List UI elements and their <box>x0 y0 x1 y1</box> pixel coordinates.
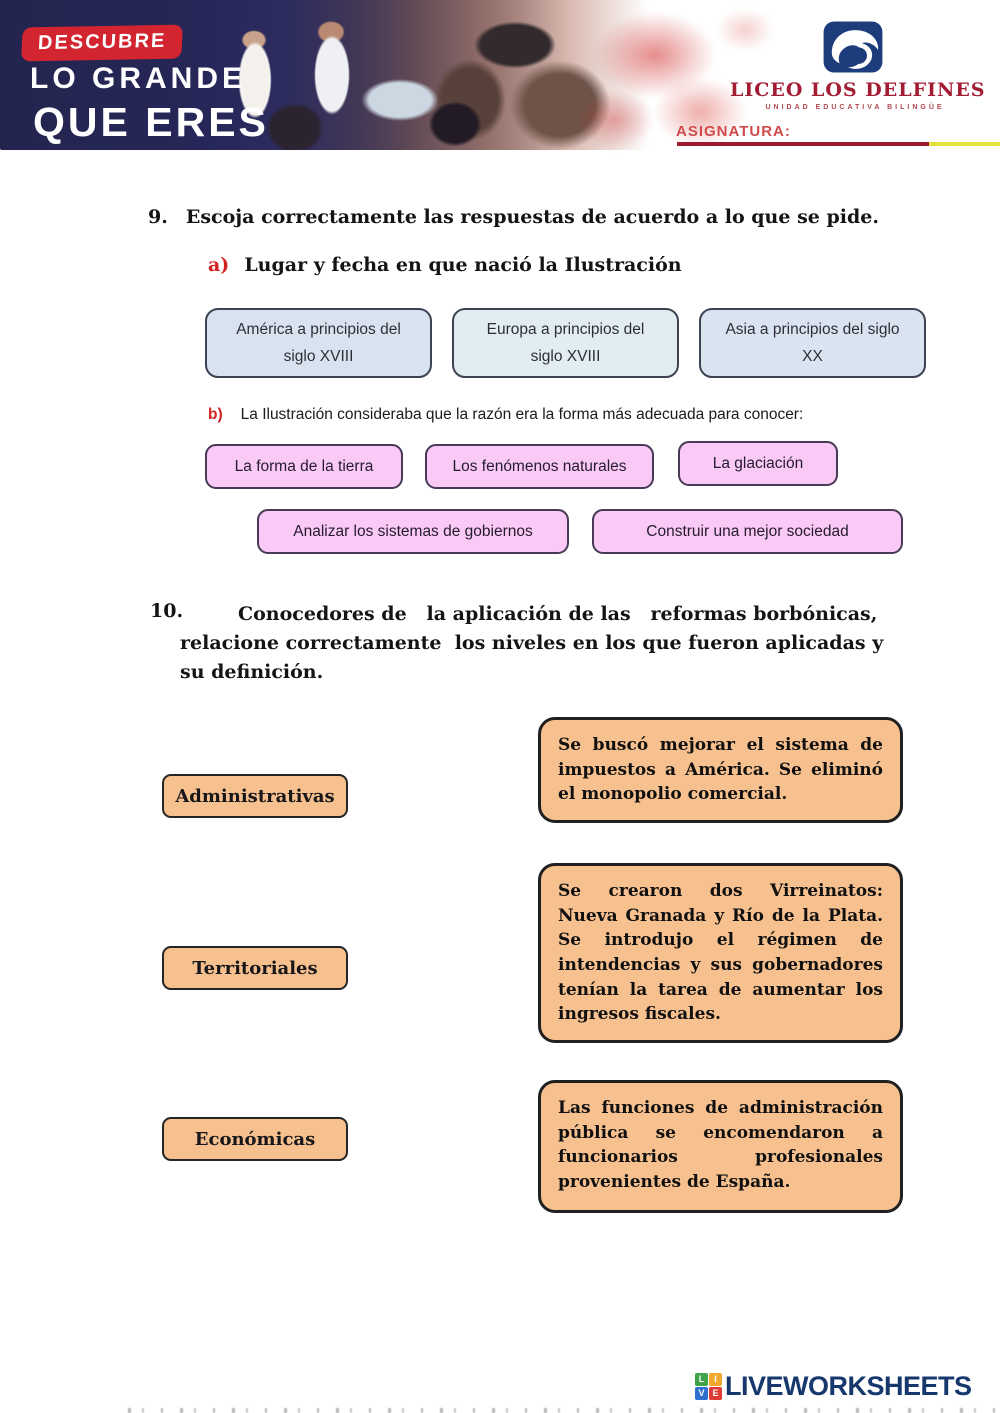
tagline-line1: LO GRANDE <box>30 62 246 95</box>
header-banner: DESCUBRE LO GRANDE QUE ERES LICEO LOS DE… <box>0 0 1000 157</box>
question-9b-heading: b) La Ilustración consideraba que la raz… <box>208 406 803 424</box>
dolphin-logo-icon <box>823 21 883 73</box>
question-9-heading: 9. Escoja correctamente las respuestas d… <box>148 206 879 228</box>
logo-tile-l: L <box>695 1373 708 1386</box>
descubre-badge: DESCUBRE <box>21 24 184 62</box>
question-9-title: Escoja correctamente las respuestas de a… <box>185 206 879 228</box>
option-fenomenos-naturales[interactable]: Los fenómenos naturales <box>425 444 654 489</box>
option-construir-mejor-sociedad[interactable]: Construir una mejor sociedad <box>592 509 903 554</box>
option-analizar-sistemas-gobiernos[interactable]: Analizar los sistemas de gobiernos <box>257 509 569 554</box>
option-america-siglo-xviii[interactable]: América a principios del siglo XVIII <box>205 308 432 378</box>
option-asia-siglo-xx[interactable]: Asia a principios del siglo XX <box>699 308 926 378</box>
match-label-administrativas[interactable]: Administrativas <box>162 774 348 818</box>
match-definition-2[interactable]: Se crearon dos Virreinatos: Nueva Granad… <box>538 863 903 1043</box>
asignatura-underline <box>677 142 1000 146</box>
liveworksheets-link[interactable]: L I V E LIVEWORKSHEETS <box>695 1371 972 1402</box>
question-10-title: Conocedores de la aplicación de las refo… <box>180 603 890 684</box>
question-9b-label: b) <box>208 406 223 423</box>
question-9a-heading: a) Lugar y fecha en que nació la Ilustra… <box>208 254 682 276</box>
match-definition-1[interactable]: Se buscó mejorar el sistema de impuestos… <box>538 717 903 823</box>
tagline-line2: QUE ERES <box>33 99 269 145</box>
asignatura-label: ASIGNATURA: <box>676 123 791 140</box>
question-9b-title: La Ilustración consideraba que la razón … <box>240 406 804 423</box>
logo-tile-i: I <box>709 1373 722 1386</box>
question-9a-label: a) <box>208 254 230 276</box>
logo-tile-e: E <box>709 1387 722 1400</box>
match-label-economicas[interactable]: Económicas <box>162 1117 348 1161</box>
liveworksheets-wordmark: LIVEWORKSHEETS <box>725 1371 972 1401</box>
cutoff-text-strip <box>128 1408 1000 1413</box>
liveworksheets-logo-icon: L I V E <box>695 1373 722 1400</box>
question-10-number: 10. <box>150 600 184 622</box>
logo-tile-v: V <box>695 1387 708 1400</box>
option-glaciacion[interactable]: La glaciación <box>678 441 838 486</box>
school-name: LICEO LOS DELFINES <box>730 79 986 101</box>
match-label-territoriales[interactable]: Territoriales <box>162 946 348 990</box>
option-europa-siglo-xviii[interactable]: Europa a principios del siglo XVIII <box>452 308 679 378</box>
question-9-number: 9. <box>148 206 168 228</box>
school-subtitle: UNIDAD EDUCATIVA BILINGÜE <box>765 104 945 111</box>
match-definition-3[interactable]: Las funciones de administración pública … <box>538 1080 903 1213</box>
question-9a-title: Lugar y fecha en que nació la Ilustració… <box>244 254 682 276</box>
option-forma-de-la-tierra[interactable]: La forma de la tierra <box>205 444 403 489</box>
